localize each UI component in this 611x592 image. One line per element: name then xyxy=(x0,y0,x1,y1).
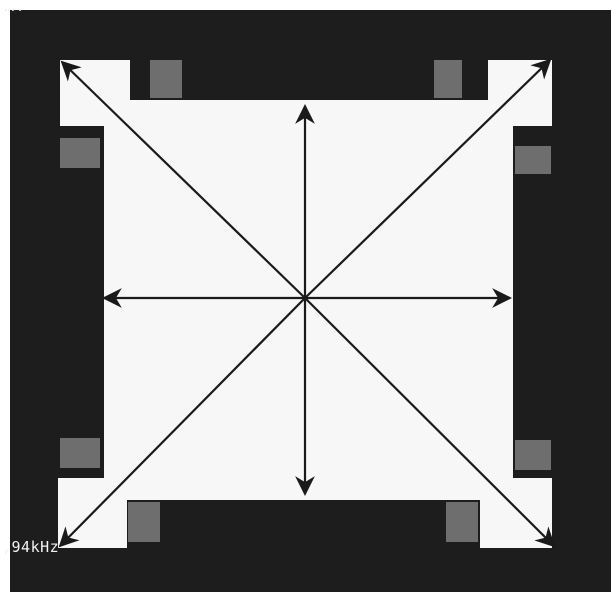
pad-top-left xyxy=(150,60,182,98)
pad-left-top xyxy=(60,138,100,168)
top-white-strip xyxy=(0,0,611,10)
pad-right-bottom xyxy=(515,440,551,470)
pad-bottom-right xyxy=(446,502,478,542)
pad-bottom-left xyxy=(128,502,160,542)
pad-top-right xyxy=(434,60,462,98)
left-white-strip xyxy=(0,0,10,540)
frequency-label: ,94kHz xyxy=(2,538,59,556)
corner-label: ... xyxy=(2,0,24,14)
pad-left-bottom xyxy=(60,438,100,468)
pad-right-top xyxy=(515,146,551,174)
